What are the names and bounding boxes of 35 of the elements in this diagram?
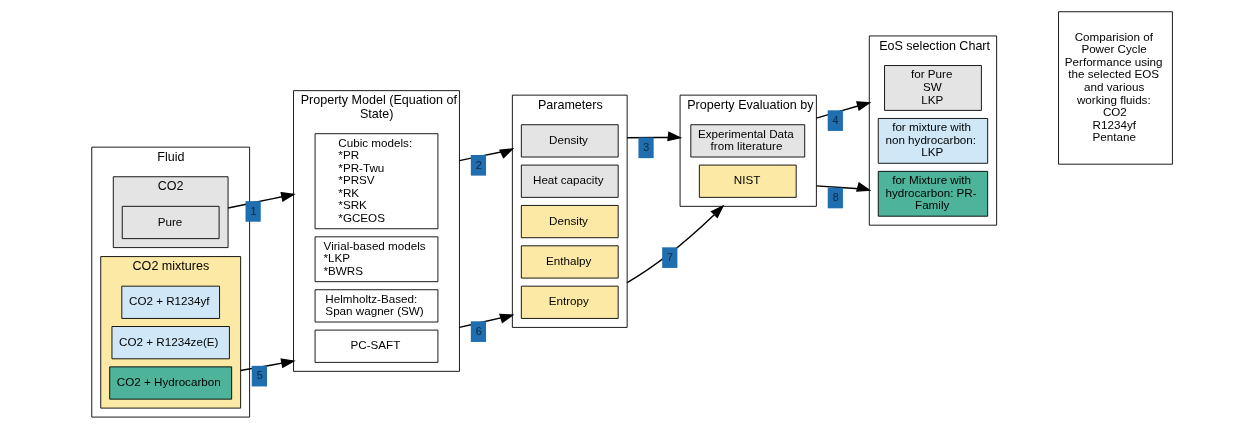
node-box: for Mixture with hydrocarbon: PR-Family (877, 170, 988, 217)
node-box: Pure (121, 205, 220, 240)
node-box: PC-SAFT (314, 329, 438, 363)
arrow (458, 313, 514, 329)
edge-label: 5 (256, 369, 263, 382)
node-box: Entropy (520, 285, 619, 319)
arrow (815, 101, 871, 119)
edge-label: 7 (666, 250, 673, 263)
edge-label: 1 (249, 204, 256, 217)
arrow (815, 181, 871, 192)
node-box: Density (520, 124, 619, 158)
arrow (226, 191, 296, 209)
edge-label: 3 (642, 141, 649, 154)
arrow (239, 358, 296, 372)
arrow (625, 131, 682, 142)
node-box: NIST (698, 164, 797, 198)
node-box: Enthalpy (520, 245, 619, 279)
node-box: CO2 + R1234ze(E) (111, 326, 230, 360)
edge-label: 8 (832, 191, 839, 204)
node-box: CO2 + Hydrocarbon (108, 366, 232, 400)
arrow (458, 147, 514, 162)
node-box: Comparision of Power Cycle Performance using the selected EOS and various working fluids: CO2 R1234yf Pentane (1057, 11, 1173, 165)
edge-label: 6 (475, 324, 482, 337)
node-box: CO2 + R1234yf (120, 285, 220, 319)
node-box: Cubic models: *PR *PR-Twu *PRSV *RK *SRK *GCEOS (314, 133, 438, 230)
node-box: Experimental Data from literature (689, 124, 805, 158)
node-box: for mixture with non hydrocarbon: LKP (877, 118, 988, 164)
node-box: Heat capacity (520, 164, 619, 198)
edge-label: 2 (475, 158, 482, 171)
edge-label: 4 (832, 113, 839, 126)
arrow (625, 204, 724, 284)
node-box: Virial-based models *LKP *BWRS (314, 236, 438, 283)
node-box: Helmholtz-Based: Span wagner (SW) (314, 289, 438, 323)
node-box: for Pure SW LKP (883, 65, 982, 111)
node-box: Density (520, 205, 619, 239)
